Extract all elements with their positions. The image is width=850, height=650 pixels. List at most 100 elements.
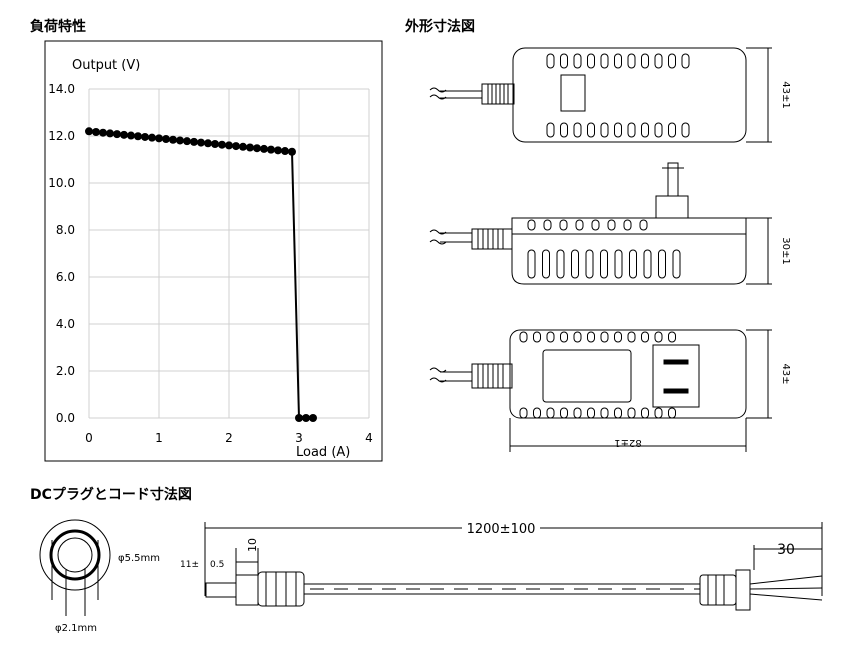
vent-slot [614, 53, 622, 69]
vent-slot [641, 331, 649, 343]
data-point [309, 414, 317, 422]
vent-slot [573, 53, 582, 69]
plug-base [655, 195, 689, 219]
data-point [162, 135, 170, 144]
data-point [85, 127, 93, 136]
vent-slot [573, 331, 582, 343]
vent-slot [658, 249, 666, 279]
data-point [190, 137, 198, 146]
vent-slot [560, 122, 568, 138]
outline-dimensions-title: 外形寸法図 [405, 19, 475, 35]
dim-plug-length: 11± [180, 560, 199, 570]
y-tick-label: 12.0 [48, 129, 75, 143]
vent-slot [668, 331, 676, 343]
data-point [232, 142, 240, 151]
vent-slot [560, 53, 568, 69]
vent-slot [543, 219, 552, 231]
vent-slot [614, 249, 623, 279]
y-tick-label: 0.0 [56, 411, 75, 425]
vent-slot [585, 249, 594, 279]
vent-slot [560, 407, 568, 419]
vent-slot [623, 219, 632, 231]
data-point [204, 139, 212, 148]
vent-slot [587, 407, 595, 419]
vent-slot [519, 407, 528, 419]
adapter-body-top [512, 47, 747, 143]
data-point [127, 131, 135, 140]
dim-outer-diameter: φ5.5mm [118, 553, 160, 564]
data-point [155, 134, 163, 143]
data-point [302, 414, 310, 422]
vent-slot [600, 249, 608, 279]
vent-slot [600, 53, 609, 69]
y-tick-label: 2.0 [56, 364, 75, 378]
x-axis-label: Load (A) [296, 445, 350, 460]
data-point [260, 144, 268, 153]
dim-inner-diameter: φ2.1mm [55, 623, 97, 634]
dc-plug-face [39, 519, 111, 616]
vent-slot [527, 219, 536, 231]
data-point [267, 145, 275, 154]
vent-slot [533, 407, 541, 419]
plug-barrel [235, 574, 259, 606]
vent-slot [654, 53, 663, 69]
plug-tip [205, 582, 237, 598]
vent-slot [556, 249, 565, 279]
dim-ten: 10 [246, 538, 259, 552]
vent-slot [587, 331, 595, 343]
x-tick-label: 3 [295, 431, 303, 445]
vent-slot [641, 407, 649, 419]
dim-length-82: 82±1 [614, 437, 641, 448]
vent-slot [641, 53, 649, 69]
vent-slot [654, 407, 663, 419]
y-tick-label: 4.0 [56, 317, 75, 331]
vent-slot [600, 122, 609, 138]
vent-slot [546, 122, 555, 138]
chart-grid [88, 88, 370, 419]
dim-height-43b: 43± [780, 363, 791, 384]
vent-slot [559, 219, 568, 231]
vent-slot [668, 53, 676, 69]
data-point [246, 143, 254, 152]
x-tick-label: 4 [365, 431, 373, 445]
data-point [274, 146, 282, 155]
vent-slot [600, 407, 609, 419]
label-area [542, 349, 632, 403]
plug-pin [667, 162, 679, 197]
y-tick-label: 8.0 [56, 223, 75, 237]
cord-ferrite [699, 574, 737, 606]
vent-slot [627, 122, 636, 138]
vent-slot [546, 407, 555, 419]
dc-plug-cord-title: DCプラグとコード寸法図 [30, 487, 192, 503]
adapter-body-side [511, 217, 747, 285]
data-point [197, 138, 205, 147]
vent-slot [542, 249, 550, 279]
side-view [429, 162, 772, 285]
vent-slot [575, 219, 584, 231]
vent-slot [573, 122, 582, 138]
vent-slot [627, 53, 636, 69]
cable-strain-relief [481, 83, 515, 105]
vent-slot [629, 249, 637, 279]
data-point [288, 147, 296, 156]
data-point [183, 137, 191, 146]
vent-slot [546, 331, 555, 343]
x-tick-label: 2 [225, 431, 233, 445]
dim-strip-length: 30 [777, 542, 795, 558]
data-point [92, 128, 100, 137]
data-point [106, 129, 114, 138]
vent-slot [560, 331, 568, 343]
vent-slot [519, 331, 528, 343]
dim-cable-length: 1200±100 [467, 522, 536, 537]
dim-height-43: 43±1 [780, 81, 791, 108]
label-window [560, 74, 586, 112]
vent-slot [533, 331, 541, 343]
data-point [239, 142, 247, 151]
vent-slot [587, 53, 595, 69]
outlet-plug-face [652, 344, 700, 408]
data-point [99, 128, 107, 137]
chart-frame [44, 40, 383, 462]
